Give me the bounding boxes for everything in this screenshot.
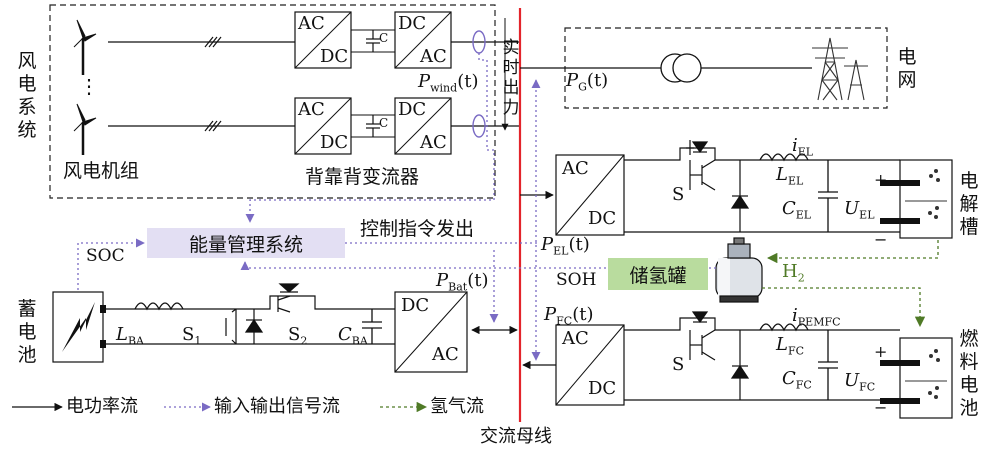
realtime-output-label: 实时出力 <box>502 38 520 118</box>
line-break-mark <box>204 120 222 132</box>
electrolyzer-label: 电解槽 <box>959 170 979 238</box>
battery-icon <box>62 302 95 352</box>
legend-signal-flow: 输入输出信号流 <box>214 396 340 417</box>
ba-capacitor <box>362 309 382 344</box>
el-acdc-bottom: DC <box>588 208 617 229</box>
p-el-label: PEL(t) <box>541 234 590 258</box>
dcac-1-top: DC <box>398 13 427 34</box>
fc-diode <box>730 330 750 400</box>
p-wind-label: Pwind(t) <box>418 71 479 95</box>
soh-signal-line <box>240 261 716 271</box>
sensor-ring-2 <box>472 114 486 138</box>
soh-label: SOH <box>556 270 597 290</box>
el-igbt-switch <box>686 140 716 191</box>
fuel-cell-icon <box>880 337 953 419</box>
el-inductor-label: LEL <box>776 164 804 188</box>
acdc-1-top: AC <box>298 13 325 34</box>
legend-hydrogen-flow: 氢气流 <box>430 396 484 417</box>
wind-turbine-icon <box>73 19 97 75</box>
h2-label: H2 <box>782 261 805 285</box>
fc-capacitor <box>818 330 838 400</box>
power-tower-icon <box>812 37 868 101</box>
tank-to-fc-h2 <box>762 287 926 328</box>
acdc-1-bottom: DC <box>320 46 349 67</box>
soc-label: SOC <box>86 246 125 266</box>
acdc-2-bottom: DC <box>320 132 349 153</box>
hydrogen-tank-icon <box>715 237 763 303</box>
dcac-1-bottom: AC <box>420 46 447 67</box>
fc-minus-sign: − <box>874 398 888 417</box>
el-diode <box>730 160 750 232</box>
ba-inductor-label: LBA <box>116 324 144 348</box>
dcac-2-top: DC <box>398 99 427 120</box>
electrolyzer-cell-icon <box>880 159 953 239</box>
wind-turbine-icon <box>73 103 97 155</box>
cap-label-2: C <box>379 116 389 130</box>
wind-signal-line <box>245 53 495 223</box>
el-minus-sign: − <box>874 230 888 249</box>
energy-management-system: 能量管理系统 <box>147 228 345 258</box>
ba-inductor <box>134 302 184 311</box>
ba-s1-switch <box>225 308 264 345</box>
el-wire-top <box>624 147 900 161</box>
dc-link-capacitor <box>366 115 380 137</box>
dc-link-capacitor <box>366 30 380 52</box>
fc-voltage-label: UFC <box>844 370 876 394</box>
fc-current-label: iPEMFC <box>792 305 841 329</box>
el-voltage-label: UEL <box>844 198 875 222</box>
ac-bus-label: 交流母线 <box>480 426 552 447</box>
el-inductor <box>759 153 809 162</box>
p-bat-label: PBat(t) <box>436 270 489 294</box>
converter-label: 背靠背变流器 <box>305 166 420 188</box>
ba-dcac-bottom: AC <box>432 344 459 365</box>
acdc-2-top: AC <box>298 99 325 120</box>
el-cap-label: CEL <box>782 198 812 222</box>
cap-label-1: C <box>379 31 389 45</box>
s2-label: S2 <box>288 324 308 348</box>
legend-power-flow: 电功率流 <box>66 396 138 417</box>
fc-cap-label: CFC <box>782 368 812 392</box>
el-switch-label: S <box>672 184 685 205</box>
el-acdc-top: AC <box>562 158 589 179</box>
transformer-icon <box>660 53 702 83</box>
line-break-mark <box>204 36 222 48</box>
grid-label: 电网 <box>897 46 917 91</box>
turbine-dots: ⋮ <box>79 74 99 98</box>
el-capacitor <box>818 160 838 232</box>
wind-system-label: 风电系统 <box>17 50 37 141</box>
fc-igbt-switch <box>689 311 716 361</box>
p-grid-label: PG(t) <box>566 70 609 94</box>
fc-inductor-label: LFC <box>776 334 805 358</box>
ba-s2-switch <box>277 283 300 313</box>
fc-plus-sign: + <box>874 342 888 361</box>
fuel-cell-label: 燃料电池 <box>959 328 979 419</box>
fc-inductor <box>759 323 809 332</box>
hydrogen-tank-label: 储氢罐 <box>608 258 708 290</box>
wind-system-box <box>49 4 496 199</box>
fc-wire-top <box>624 317 900 331</box>
p-fc-label: PFC(t) <box>544 304 594 328</box>
turbine-group-label: 风电机组 <box>63 160 140 182</box>
s1-label: S1 <box>182 324 202 348</box>
fc-acdc-bottom: DC <box>588 378 617 399</box>
battery-label: 蓄电池 <box>17 298 37 366</box>
dcac-2-bottom: AC <box>420 132 447 153</box>
el-plus-sign: + <box>874 170 888 189</box>
ba-dcac-top: DC <box>401 295 430 316</box>
soc-signal-line <box>77 238 145 290</box>
ba-wire-top <box>106 295 395 310</box>
fc-acdc-top: AC <box>562 328 589 349</box>
el-current-label: iEL <box>792 135 814 159</box>
ba-cap-label: CBA <box>338 324 368 348</box>
fc-switch-label: S <box>672 354 685 375</box>
control-command-label: 控制指令发出 <box>360 218 475 240</box>
